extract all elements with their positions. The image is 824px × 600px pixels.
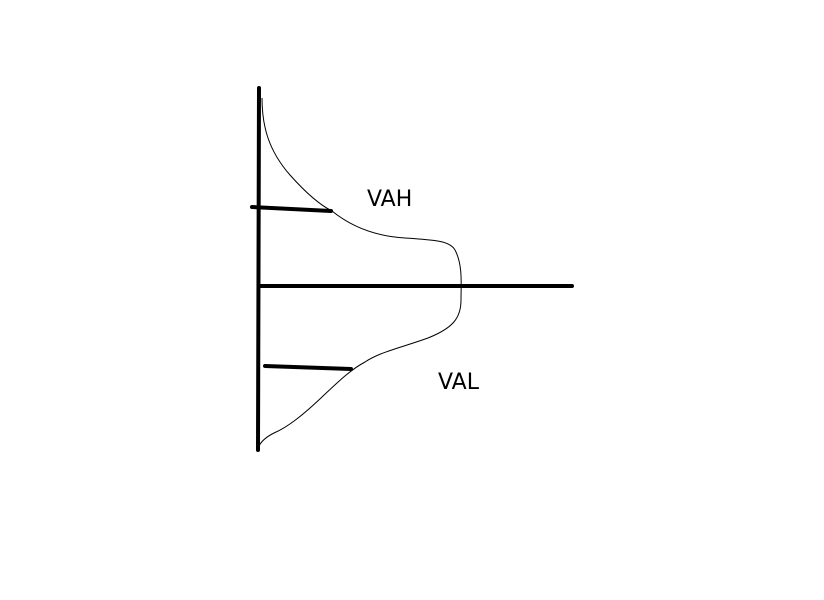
vah-label: VAH xyxy=(367,187,413,212)
value-area-low-line xyxy=(263,364,353,371)
distribution-curve xyxy=(258,97,462,447)
vertical-axis xyxy=(256,86,261,452)
val-label: VAL xyxy=(438,370,479,395)
value-area-high-line xyxy=(250,205,333,213)
